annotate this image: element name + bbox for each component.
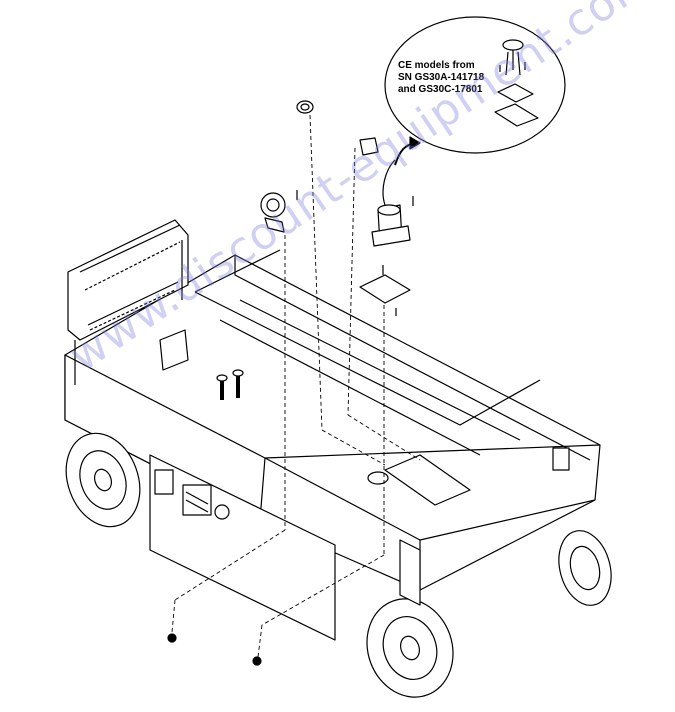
arrow-icon (394, 136, 421, 166)
callout-line-2: SN GS30A-141718 (398, 72, 485, 83)
rear-post (399, 447, 570, 606)
callout-bubble (384, 16, 566, 154)
wheel-front-left (65, 432, 141, 528)
callout-text: CE models from SN GS30A-141718 and GS30C… (398, 60, 508, 96)
nut-left (167, 633, 177, 643)
callout-line-3: and GS30C-17801 (398, 84, 483, 95)
control-panel (149, 454, 336, 641)
chassis-plate (367, 454, 471, 506)
chassis (64, 249, 601, 591)
callout-line-1: CE models from (398, 60, 475, 71)
grommet (296, 100, 314, 114)
cap (359, 137, 379, 156)
ladder (67, 219, 189, 385)
wheel-rear-right (558, 530, 612, 606)
beacon-mount (260, 190, 298, 233)
wheel-rear-left (366, 598, 454, 698)
mounting-plate (359, 265, 411, 316)
alarm-unit (371, 159, 414, 247)
nut-right (252, 656, 262, 666)
tubes (216, 369, 244, 400)
leader-lines (171, 114, 421, 658)
side-bracket (159, 329, 189, 371)
